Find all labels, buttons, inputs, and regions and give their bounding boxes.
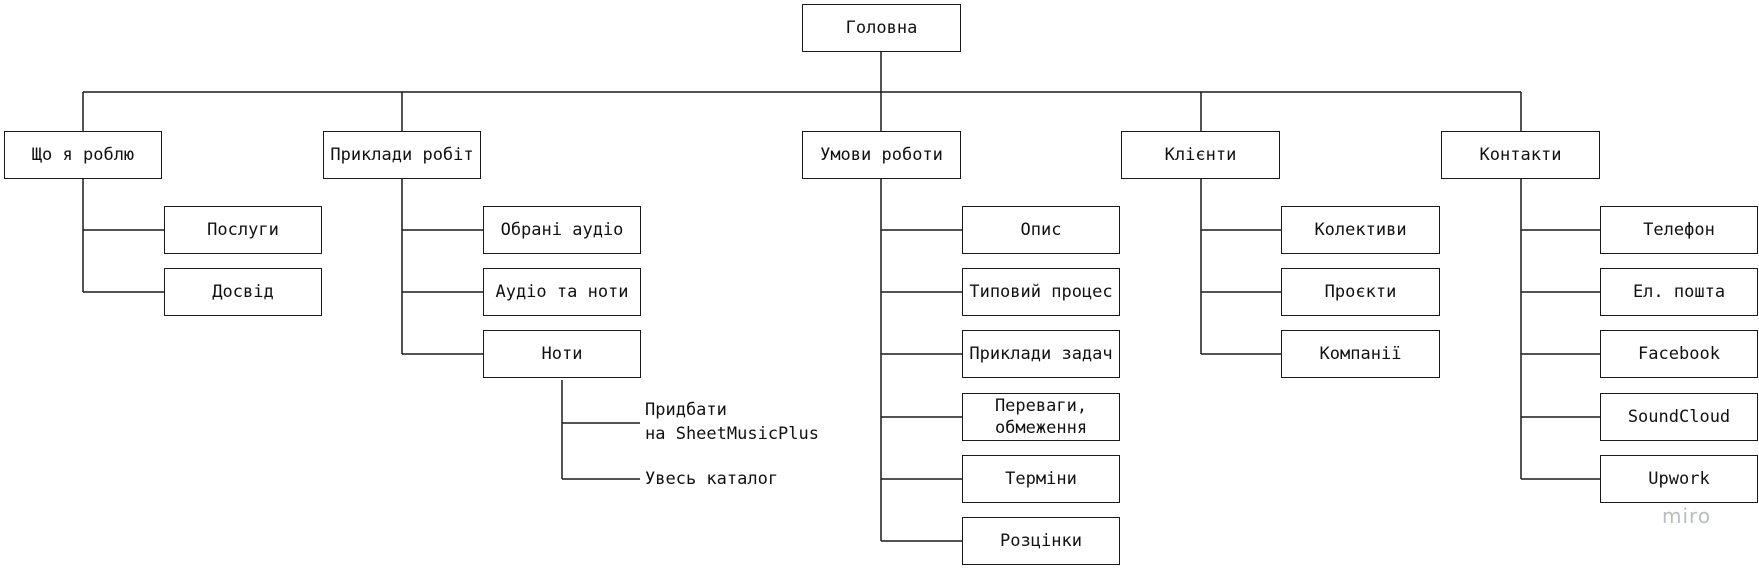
node-pros-limits[interactable]: Переваги, обмеження: [962, 393, 1120, 441]
node-audio-and-notes[interactable]: Аудіо та ноти: [483, 268, 641, 316]
node-notes[interactable]: Ноти: [483, 330, 641, 378]
node-companies[interactable]: Компанії: [1281, 330, 1440, 378]
node-work-examples[interactable]: Приклади робіт: [323, 131, 481, 179]
node-facebook[interactable]: Facebook: [1600, 330, 1758, 378]
node-upwork[interactable]: Upwork: [1600, 455, 1758, 503]
node-experience[interactable]: Досвід: [164, 268, 322, 316]
node-work-terms[interactable]: Умови роботи: [802, 131, 961, 179]
node-prices[interactable]: Розцінки: [962, 517, 1120, 565]
node-email[interactable]: Ел. пошта: [1600, 268, 1758, 316]
node-ensembles[interactable]: Колективи: [1281, 206, 1440, 254]
node-task-examples[interactable]: Приклади задач: [962, 330, 1120, 378]
node-phone[interactable]: Телефон: [1600, 206, 1758, 254]
node-selected-audio[interactable]: Обрані аудіо: [483, 206, 641, 254]
node-soundcloud[interactable]: SoundCloud: [1600, 393, 1758, 441]
node-what-i-do[interactable]: Що я роблю: [4, 131, 162, 179]
node-description[interactable]: Опис: [962, 206, 1120, 254]
node-deadlines[interactable]: Терміни: [962, 455, 1120, 503]
miro-watermark: miro: [1662, 504, 1712, 528]
node-typical-process[interactable]: Типовий процес: [962, 268, 1120, 316]
link-buy-sheetmusicplus[interactable]: Придбати на SheetMusicPlus: [645, 400, 819, 444]
node-services[interactable]: Послуги: [164, 206, 322, 254]
link-full-catalog[interactable]: Увесь каталог: [645, 469, 779, 489]
node-clients[interactable]: Клієнти: [1121, 131, 1280, 179]
node-projects[interactable]: Проєкти: [1281, 268, 1440, 316]
node-home[interactable]: Головна: [802, 4, 961, 52]
node-contacts[interactable]: Контакти: [1441, 131, 1600, 179]
